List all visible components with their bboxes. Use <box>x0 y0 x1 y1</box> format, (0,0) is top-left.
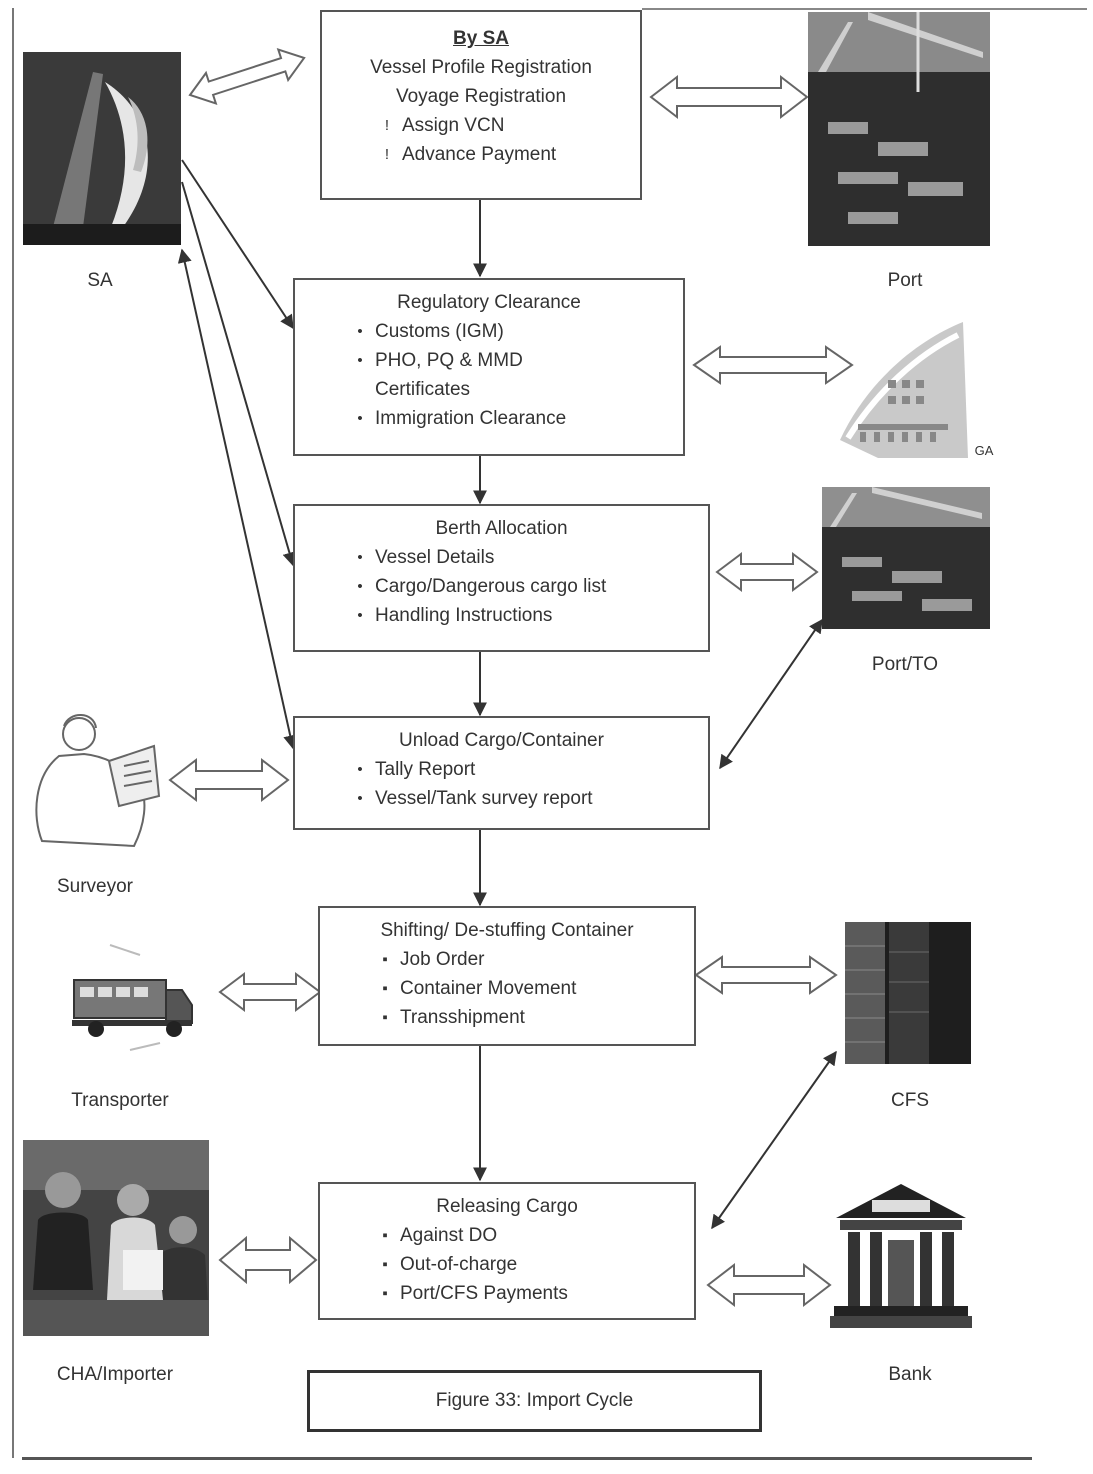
shifting-box-title: Shifting/ De-stuffing Container <box>380 920 634 941</box>
container-stack-icon <box>845 922 971 1064</box>
list-item: !Assign VCN <box>384 115 505 136</box>
list-item: •Handling Instructions <box>357 605 553 626</box>
bank-label: Bank <box>888 1364 932 1385</box>
cfs-label: CFS <box>891 1090 929 1111</box>
vessel-box-title: By SA <box>453 28 509 49</box>
double-arrow-releasing-bank <box>706 1262 832 1308</box>
frame-left-line <box>12 8 14 1458</box>
double-arrow-berth-port-to <box>715 552 819 592</box>
releasing-cargo-box: Releasing Cargo ▪Against DO ▪Out-of-char… <box>318 1182 696 1320</box>
sa-to-unload-arrow <box>177 248 298 750</box>
list-item: ▪Transshipment <box>382 1007 525 1028</box>
government-building-icon <box>838 320 970 460</box>
list-item: •Cargo/Dangerous cargo list <box>357 576 607 597</box>
unload-box-title: Unload Cargo/Container <box>399 730 604 751</box>
people-icon <box>23 1140 209 1336</box>
shifting-destuffing-box: Shifting/ De-stuffing Container ▪Job Ord… <box>318 906 696 1046</box>
berth-box-title: Berth Allocation <box>435 518 568 539</box>
releasing-to-cfs-arrow <box>711 1050 837 1230</box>
surveyor-icon <box>24 706 164 854</box>
govt-label: GA <box>974 443 994 458</box>
surveyor-label: Surveyor <box>56 876 134 897</box>
port-crane-icon <box>808 12 990 246</box>
double-arrow-surveyor-unload <box>168 757 290 803</box>
regulatory-box-title: Regulatory Clearance <box>397 292 581 313</box>
list-item: ▪Against DO <box>382 1225 498 1246</box>
figure-caption-text: Figure 33: Import Cycle <box>435 1390 634 1411</box>
list-item: •Customs (IGM) <box>357 321 504 342</box>
list-item-continuation: Certificates <box>375 379 471 400</box>
releasing-box-title: Releasing Cargo <box>436 1196 578 1217</box>
list-item: ▪Port/CFS Payments <box>382 1283 568 1304</box>
list-item: !Advance Payment <box>384 144 557 165</box>
frame-top-line <box>642 8 1087 10</box>
list-item: •Immigration Clearance <box>357 408 567 429</box>
list-item: •Vessel Details <box>357 547 495 568</box>
double-arrow-cha-releasing <box>218 1235 318 1285</box>
truck-icon <box>70 935 196 1065</box>
regulatory-clearance-box: Regulatory Clearance •Customs (IGM) •PHO… <box>293 278 685 456</box>
double-arrow-vessel-port <box>649 74 809 120</box>
unload-to-port-to-arrow <box>719 618 823 770</box>
berth-allocation-box: Berth Allocation •Vessel Details •Cargo/… <box>293 504 710 652</box>
sailing-ship-icon <box>23 52 181 245</box>
double-arrow-transporter-shifting <box>218 972 322 1012</box>
sa-to-regulatory-arrow <box>181 159 294 330</box>
bank-icon <box>830 1180 972 1330</box>
list-item: •Tally Report <box>357 759 476 780</box>
list-item: ▪Job Order <box>382 949 485 970</box>
port-label: Port <box>887 270 923 291</box>
vessel-box-line: Vessel Profile Registration <box>370 57 592 78</box>
frame-bottom-line <box>22 1457 1032 1460</box>
list-item: •PHO, PQ & MMD <box>357 350 523 371</box>
transporter-label: Transporter <box>71 1090 169 1111</box>
port-to-label: Port/TO <box>871 654 939 675</box>
double-arrow-sa-vessel <box>188 47 306 105</box>
sa-to-berth-arrow <box>181 181 297 567</box>
vessel-box-line: Voyage Registration <box>395 86 567 107</box>
sa-label: SA <box>87 270 113 291</box>
figure-caption: Figure 33: Import Cycle <box>307 1370 762 1432</box>
double-arrow-shifting-cfs <box>694 955 838 995</box>
list-item: •Vessel/Tank survey report <box>357 788 593 809</box>
unload-cargo-box: Unload Cargo/Container •Tally Report •Ve… <box>293 716 710 830</box>
cha-importer-label: CHA/Importer <box>56 1364 174 1385</box>
list-item: ▪Out-of-charge <box>382 1254 518 1275</box>
double-arrow-regulatory-govt <box>692 345 854 385</box>
list-item: ▪Container Movement <box>382 978 577 999</box>
vessel-registration-box: By SA Vessel Profile Registration Voyage… <box>320 10 642 200</box>
port-to-crane-icon <box>822 487 990 629</box>
